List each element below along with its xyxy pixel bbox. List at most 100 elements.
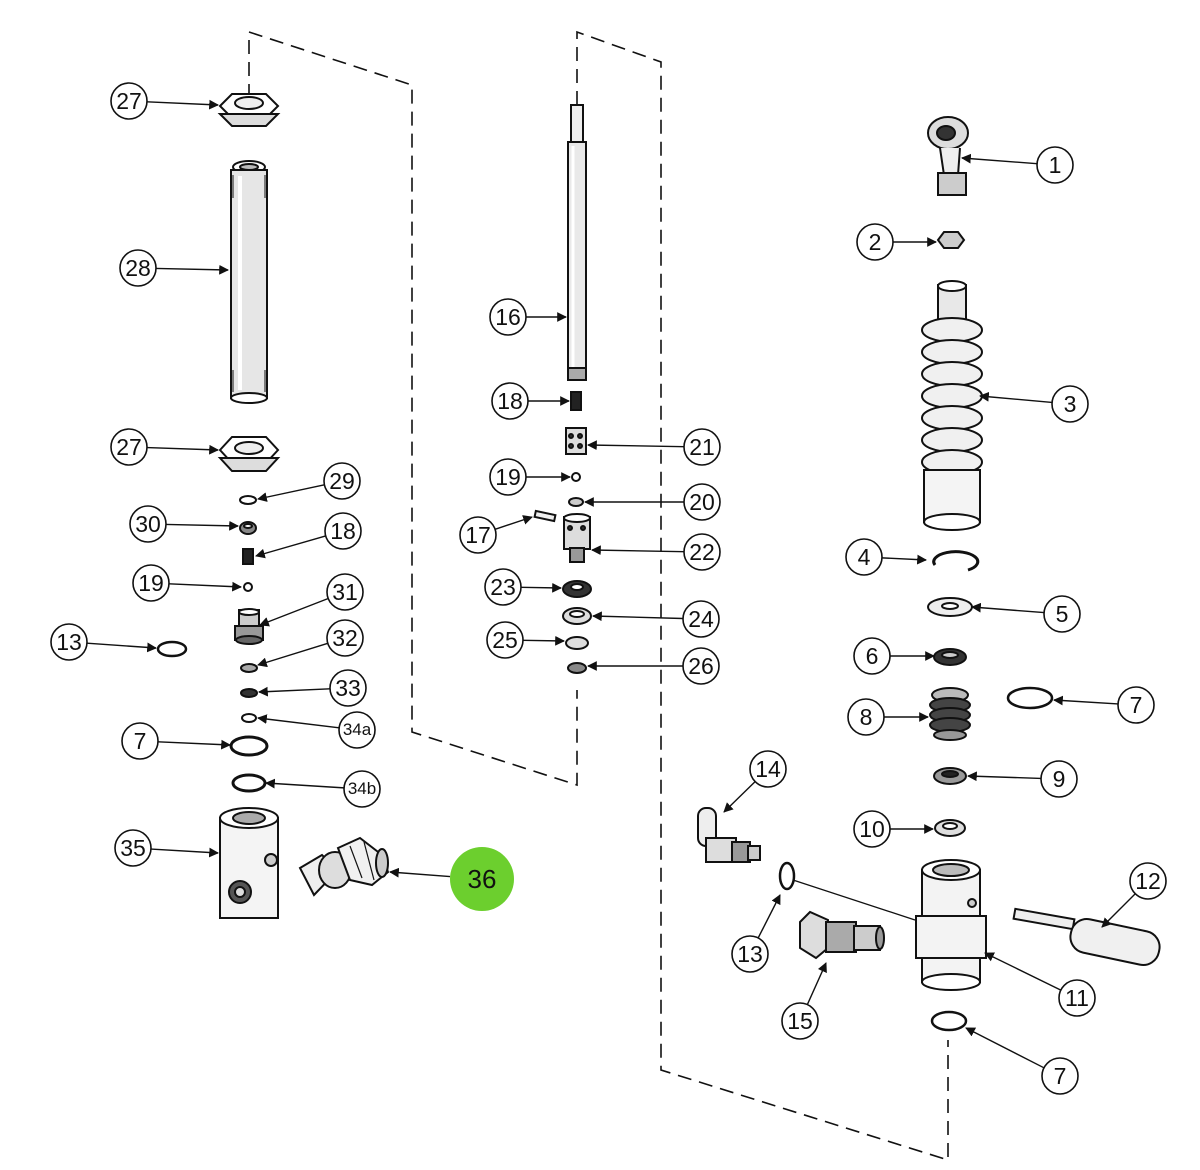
callout-c33: 33: [329, 669, 367, 707]
leader-line-c27b: [146, 444, 219, 455]
callout-number: 9: [1053, 766, 1066, 792]
part-4-snap-ring: [932, 550, 980, 572]
part-20-washer: [568, 497, 584, 507]
part-22-valve: [563, 513, 591, 563]
leader-line-c21: [587, 440, 685, 451]
callout-c20: 20: [683, 483, 721, 521]
leader-line-c17: [494, 515, 533, 530]
callout-circle: [682, 647, 720, 685]
leader-line-c7a: [1053, 695, 1119, 706]
callout-c17: 17: [459, 516, 497, 554]
assembly-guide-lines: [248, 30, 949, 1162]
callout-circle: [450, 847, 514, 911]
leader-line-c34a: [257, 714, 340, 729]
callout-circle: [683, 483, 721, 521]
callout-c35: 35: [114, 829, 152, 867]
callout-number: 27: [116, 434, 142, 460]
callout-circle: [489, 298, 527, 336]
callout-circle: [323, 462, 361, 500]
callout-circle: [121, 722, 159, 760]
callout-c34b: 34b: [343, 770, 381, 808]
callout-circle: [683, 533, 721, 571]
part-13-oring-right: [778, 861, 796, 891]
leader-line-c1: [961, 153, 1038, 165]
part-24-bushing: [562, 607, 592, 625]
part-15-quick-coupler: [799, 910, 885, 960]
part-18-spring-left: [242, 548, 254, 565]
callout-number: 7: [134, 728, 147, 754]
callout-circle: [853, 637, 891, 675]
leader-line-c13a: [86, 642, 157, 653]
callout-c13a: 13: [50, 623, 88, 661]
callout-number: 33: [335, 675, 361, 701]
callout-number: 14: [755, 756, 781, 782]
part-6-seal: [933, 648, 967, 666]
part-11-pump-body: [915, 859, 987, 991]
callout-circle: [749, 750, 787, 788]
callout-c16: 16: [489, 298, 527, 336]
part-10-bushing: [934, 819, 966, 837]
callout-c13b: 13: [731, 935, 769, 973]
callout-number: 17: [465, 522, 491, 548]
callout-number: 3: [1064, 391, 1077, 417]
part-14-elbow-fitting: [697, 807, 761, 863]
part-13-oring-left: [156, 640, 188, 658]
callout-number: 6: [866, 643, 879, 669]
callout-circle: [326, 619, 364, 657]
part-35-housing: [219, 807, 279, 919]
right-assembly-parts: [697, 116, 1161, 1032]
callout-c30: 30: [129, 505, 167, 543]
callout-circle: [847, 698, 885, 736]
part-29-washer: [239, 495, 257, 505]
part-5-washer: [927, 597, 973, 617]
leader-line-c7b: [965, 1027, 1045, 1069]
callout-number: 30: [135, 511, 161, 537]
callout-circle: [731, 935, 769, 973]
callout-c25: 25: [486, 621, 524, 659]
callout-number: 13: [56, 629, 82, 655]
callout-circle: [1041, 1057, 1079, 1095]
callout-circle: [845, 538, 883, 576]
callout-c7c: 7: [121, 722, 159, 760]
callout-c31: 31: [326, 573, 364, 611]
callout-circle: [329, 669, 367, 707]
callout-number: 27: [116, 88, 142, 114]
callout-circle: [50, 623, 88, 661]
callout-circle: [110, 428, 148, 466]
callout-c27b: 27: [110, 428, 148, 466]
callout-number: 1: [1049, 152, 1062, 178]
callout-circle: [484, 568, 522, 606]
callout-c7a: 7: [1117, 686, 1155, 724]
part-30-cap: [239, 521, 257, 535]
callout-c19b: 19: [489, 458, 527, 496]
callout-number: 7: [1130, 692, 1143, 718]
left-assembly-parts: [156, 93, 390, 919]
callout-number: 8: [860, 704, 873, 730]
callout-c18b: 18: [491, 382, 529, 420]
leader-line-c3: [979, 391, 1053, 404]
part-36-elbow-fitting: [298, 836, 390, 897]
callout-c4: 4: [845, 538, 883, 576]
callout-circle: [1129, 862, 1167, 900]
leader-line-c27a: [146, 99, 219, 110]
callout-c11: 11: [1058, 979, 1096, 1017]
part-3-bellows: [921, 280, 983, 531]
callout-circle: [326, 573, 364, 611]
leader-line-c23: [520, 582, 562, 593]
part-28-tube: [230, 160, 268, 404]
callout-c8: 8: [847, 698, 885, 736]
callout-c32: 32: [326, 619, 364, 657]
callout-number: 21: [689, 434, 715, 460]
leader-line-c30: [165, 520, 239, 531]
callout-labels: 1234567891011121413157161821192017222324…: [50, 82, 1167, 1095]
part-25-washer: [565, 636, 589, 650]
callout-circle: [129, 505, 167, 543]
callout-c5: 5: [1043, 595, 1081, 633]
leader-line-c28: [155, 264, 229, 275]
callout-number: 34a: [343, 720, 372, 739]
part-33-oring: [240, 688, 258, 698]
part-23-seal: [562, 580, 592, 598]
leader-line-c9: [967, 771, 1042, 782]
callout-c21: 21: [683, 428, 721, 466]
